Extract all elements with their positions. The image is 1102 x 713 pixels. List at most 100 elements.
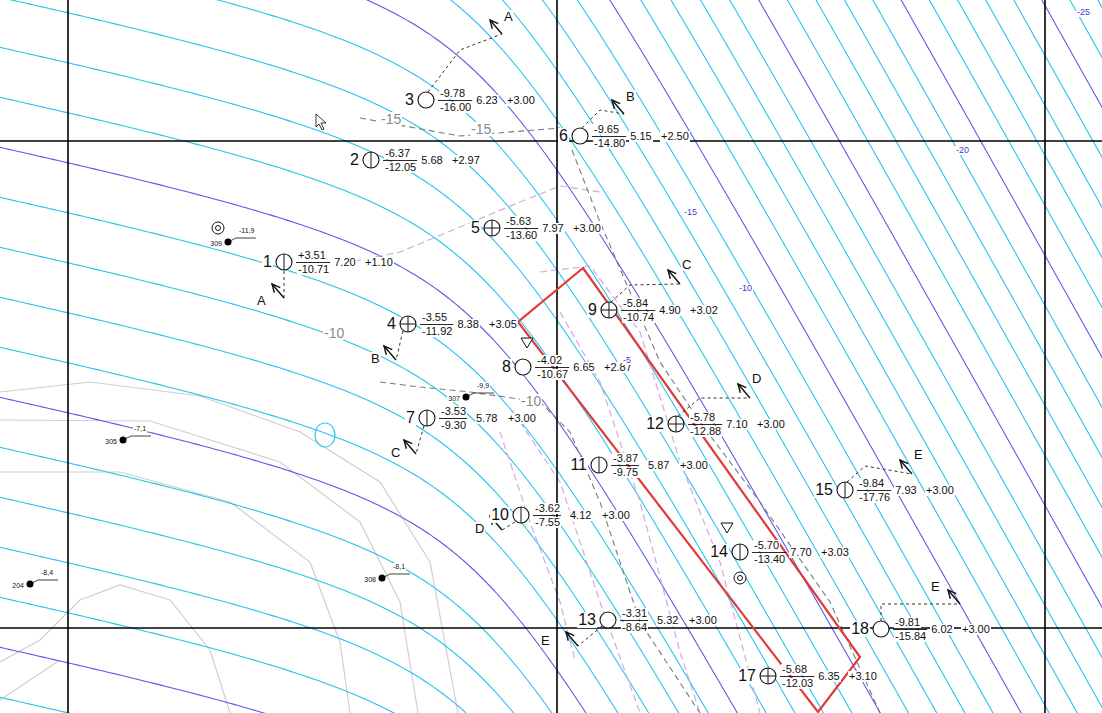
- borehole-circle: [600, 612, 616, 628]
- elevation-value: +3.00: [572, 223, 602, 234]
- elevation-value: 7.70: [789, 547, 812, 558]
- fraction-line: [620, 620, 648, 621]
- survey-point: [225, 239, 232, 246]
- elevation-value: 5.32: [656, 615, 679, 626]
- fraction-line: [420, 324, 453, 325]
- contour-line: [794, 0, 1102, 586]
- borehole-circle: [419, 410, 435, 426]
- contour-line: [64, 0, 1102, 713]
- point-id: 307: [447, 395, 461, 402]
- section-letter: B: [625, 90, 636, 103]
- borehole-symbol: [732, 544, 748, 560]
- elevation-value: -11.92: [421, 326, 453, 337]
- contour-line: [551, 0, 1102, 713]
- section-leader: [428, 34, 502, 92]
- section-arrow: [668, 270, 680, 284]
- borehole-circle: [601, 302, 617, 318]
- borehole-mark: [484, 228, 500, 229]
- borehole-circle: [515, 359, 531, 375]
- elevation-value: -12.88: [689, 426, 722, 437]
- section-letter: D: [751, 372, 762, 385]
- point-value: -9,9: [476, 382, 490, 389]
- borehole-number: 12: [645, 416, 665, 432]
- section-arrowhead: [612, 100, 620, 109]
- borehole-number: 11: [569, 457, 588, 473]
- borehole-mark: [284, 254, 285, 270]
- elevation-value: +3.00: [925, 485, 955, 496]
- fraction-line: [857, 490, 891, 491]
- borehole-circle: [363, 152, 379, 168]
- contour-line: [823, 0, 1102, 536]
- borehole-number: 6: [558, 128, 569, 144]
- contour-line: [880, 0, 1102, 436]
- borehole-number: 15: [814, 482, 834, 498]
- elevation-value: +3.02: [689, 305, 719, 316]
- dashed-line: [380, 382, 700, 713]
- point-value: -7,1: [133, 425, 147, 432]
- fraction-line: [688, 424, 722, 425]
- elevation-value: 7.97: [541, 223, 564, 234]
- section-letter: E: [540, 634, 551, 647]
- elevation-value: -10.71: [297, 264, 330, 275]
- map-symbols: [27, 20, 961, 684]
- elevation-value: -8.64: [621, 622, 648, 633]
- borehole-mark: [760, 676, 776, 677]
- contour-label: -15: [683, 208, 698, 217]
- borehole-number: 13: [577, 612, 597, 628]
- water-triangle: [521, 338, 533, 348]
- fraction-line: [533, 515, 561, 516]
- section-letter: D: [474, 522, 485, 535]
- fraction-line: [621, 310, 655, 311]
- elevation-value: +3.00: [507, 413, 537, 424]
- borehole-circle: [513, 507, 529, 523]
- section-arrowhead: [738, 384, 746, 393]
- road-line: [0, 420, 418, 713]
- borehole-number: 5: [470, 220, 481, 236]
- elevation-value: -5.84: [622, 298, 649, 309]
- contour-line: [513, 0, 1102, 713]
- borehole-circle: [837, 482, 853, 498]
- elevation-value: -5.78: [689, 412, 716, 423]
- borehole-symbol: [363, 152, 379, 168]
- elevation-value: -3.87: [612, 453, 639, 464]
- fraction-line: [296, 262, 330, 263]
- contour-ring: [315, 423, 335, 447]
- contour-line: [964, 0, 1102, 286]
- elevation-value: -17.76: [858, 492, 891, 503]
- section-arrow: [384, 346, 396, 360]
- grey-dashed-lines: [360, 118, 880, 713]
- elevation-value: -9.84: [858, 478, 885, 489]
- borehole-symbol: [572, 128, 588, 144]
- elevation-value: -9.75: [612, 467, 639, 478]
- borehole-circle: [400, 316, 416, 332]
- dashed-line: [300, 186, 600, 272]
- elevation-value: -9.65: [593, 124, 620, 135]
- elevation-value: +3.00: [756, 419, 786, 430]
- borehole-symbol: [760, 668, 776, 684]
- section-arrow: [566, 632, 578, 646]
- point-value: -11,9: [238, 227, 255, 234]
- section-arrowhead: [404, 440, 412, 449]
- elevation-value: -9.78: [439, 88, 466, 99]
- elevation-value: +3.00: [688, 615, 718, 626]
- borehole-number: 7: [405, 410, 416, 426]
- survey-point: [463, 394, 470, 401]
- borehole-symbol: [873, 621, 889, 637]
- fraction-line: [752, 552, 786, 553]
- point-id: 305: [104, 438, 118, 445]
- elevation-value: 6.23: [475, 95, 498, 106]
- elevation-value: -12.03: [781, 678, 814, 689]
- dashed-line: [500, 432, 575, 660]
- elevation-value: 4.12: [569, 510, 592, 521]
- borehole-number: 8: [501, 359, 512, 375]
- highlight-box: [518, 268, 860, 712]
- contour-line: [1049, 0, 1102, 136]
- contour-line: [392, 0, 1102, 713]
- contour-label: -25: [1076, 8, 1091, 17]
- elevation-value: +1.10: [364, 257, 394, 268]
